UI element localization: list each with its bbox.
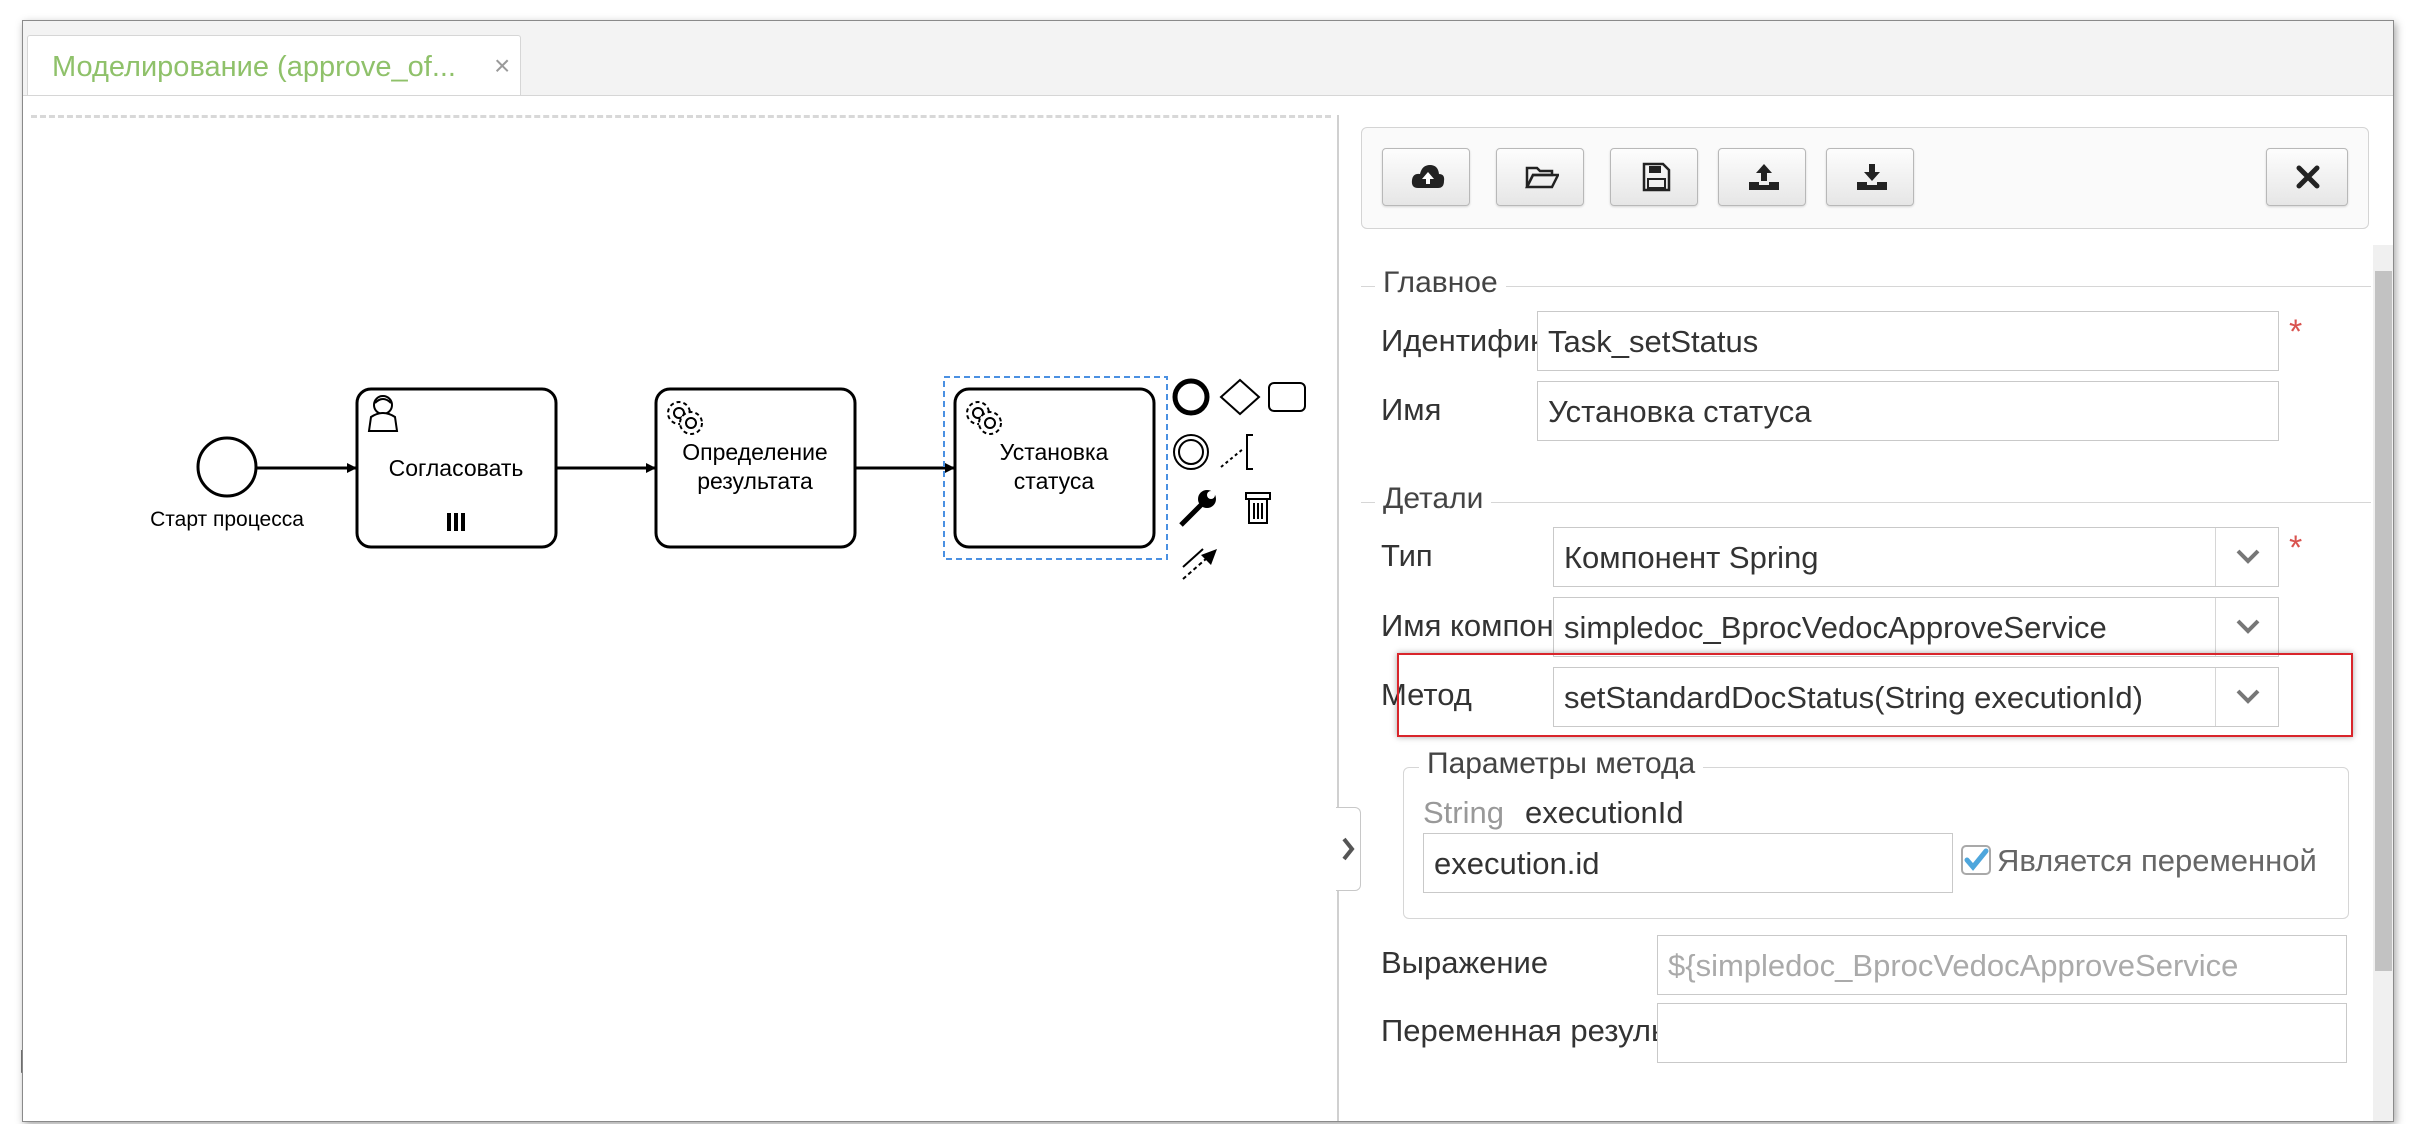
open-button[interactable] [1496,148,1584,206]
method-label: Метод [1381,677,1472,712]
param-value-field[interactable]: execution.id [1423,833,1953,893]
gear-icon [667,401,703,435]
bpmn-canvas[interactable]: Старт процесса Согласовать [31,115,1331,1121]
collapse-panel-button[interactable] [1336,807,1361,891]
cloud-upload-button[interactable] [1382,148,1470,206]
checkmark-icon [1961,845,1991,875]
end-event-icon[interactable] [1172,378,1210,416]
is-variable-label: Является переменной [1997,843,2317,878]
dropdown-toggle[interactable] [2215,668,2278,726]
close-button[interactable] [2266,148,2348,206]
chevron-down-icon [2236,619,2260,634]
download-button[interactable] [1826,148,1914,206]
dropdown-toggle[interactable] [2215,598,2278,656]
dropdown-toggle[interactable] [2215,528,2278,586]
task-label-line-2: результата [697,468,813,494]
task-label-line-1: Установка [1000,439,1109,465]
component-select[interactable]: simpledoc_BprocVedocApproveService [1553,597,2279,657]
task-user[interactable]: Согласовать [355,387,558,549]
gateway-icon[interactable] [1219,378,1261,416]
canvas-top-border [31,115,1331,118]
chevron-down-icon [2236,549,2260,564]
task-label: Согласовать [389,455,524,481]
name-label: Имя [1381,392,1442,427]
wrench-icon[interactable] [1179,490,1216,527]
tab-title: Моделирование (approve_of... [52,51,456,83]
panel-scrollbar-thumb[interactable] [2375,271,2392,971]
method-highlight-box [1397,653,2353,737]
section-title-params: Параметры метода [1419,747,1704,781]
section-divider [1361,286,2371,287]
is-variable-checkbox[interactable] [1961,845,1991,875]
component-select-value: simpledoc_BprocVedocApproveService [1564,610,2107,645]
method-select-value: setStandardDocStatus(String executionId) [1564,680,2143,715]
section-title-main: Главное [1375,266,1506,300]
intermediate-event-icon[interactable] [1173,434,1209,470]
save-icon [1642,162,1671,192]
task-label-line-2: статуса [1014,468,1095,494]
gear-icon [966,401,1002,435]
start-event[interactable] [196,436,258,498]
modeler-window: Моделирование (approve_of... × Старт про… [22,20,2394,1122]
expression-label: Выражение [1381,945,1549,980]
task-service-set-status[interactable]: Установка статуса [943,376,1168,560]
text-annotation-icon[interactable] [1220,434,1253,470]
chevron-right-icon [1342,837,1355,861]
panel-splitter[interactable] [1337,115,1339,1121]
context-pad [1172,378,1306,580]
tab-modeling[interactable]: Моделирование (approve_of... × [27,35,521,95]
param-type: String [1423,795,1504,830]
task-label-line-1: Определение [682,439,827,465]
user-task-icon [367,395,399,432]
required-mark: * [2289,313,2303,351]
tab-bar: Моделирование (approve_of... × [23,21,2393,96]
type-select-value: Компонент Spring [1564,540,1819,575]
trash-icon[interactable] [1245,492,1271,524]
param-name: executionId [1525,795,1684,830]
id-field[interactable]: Task_setStatus [1537,311,2279,371]
task-service-result[interactable]: Определение результата [654,387,857,549]
close-icon [2296,165,2320,189]
task-icon[interactable] [1268,382,1306,412]
toolbar [1361,127,2369,229]
folder-open-icon [1525,166,1559,189]
name-field[interactable]: Установка статуса [1537,381,2279,441]
multi-instance-marker-icon [447,513,465,531]
start-event-label: Старт процесса [150,508,304,531]
chevron-down-icon [2236,689,2260,704]
type-select[interactable]: Компонент Spring [1553,527,2279,587]
bpmn-diagram: Старт процесса Согласовать [150,376,1306,580]
connect-icon[interactable] [1182,548,1217,580]
result-variable-field[interactable] [1657,1003,2347,1063]
download-icon [1857,164,1887,190]
section-divider [1361,502,2371,503]
upload-button[interactable] [1718,148,1806,206]
type-label: Тип [1381,538,1433,573]
save-button[interactable] [1610,148,1698,206]
tab-close-icon[interactable]: × [494,50,511,81]
expression-field[interactable]: ${simpledoc_BprocVedocApproveService [1657,935,2347,995]
cloud-upload-icon [1411,165,1445,188]
required-mark: * [2289,529,2303,567]
method-select[interactable]: setStandardDocStatus(String executionId) [1553,667,2279,727]
properties-panel: Главное Идентификатор Task_setStatus * И… [1341,95,2393,1121]
method-params-group [1403,767,2349,919]
section-title-details: Детали [1375,482,1492,516]
upload-icon [1749,164,1779,190]
